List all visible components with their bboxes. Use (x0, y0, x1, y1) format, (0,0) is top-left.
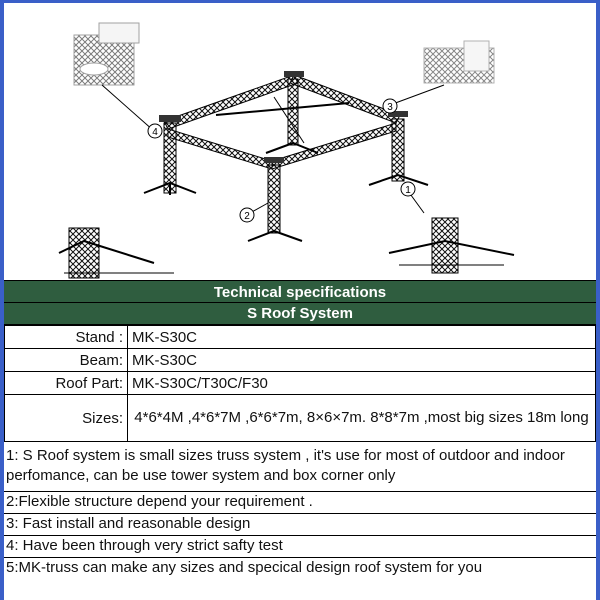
spec-label: Beam: (4, 348, 128, 372)
svg-text:4: 4 (152, 127, 158, 138)
spec-label: Roof Part: (4, 371, 128, 395)
detail-top-right (423, 40, 495, 84)
callout-2: 2 (239, 207, 255, 223)
callout-1: 1 (400, 181, 416, 197)
specifications-section: Technical specifications S Roof System S… (4, 280, 596, 442)
roof-frame (143, 71, 429, 242)
note-item: 4: Have been through very strict safty t… (4, 536, 596, 558)
note-item: 1: S Roof system is small sizes truss sy… (4, 442, 596, 492)
detail-bottom-right (388, 217, 515, 274)
note-item: 3: Fast install and reasonable design (4, 514, 596, 536)
feature-notes: 1: S Roof system is small sizes truss sy… (4, 442, 596, 580)
callout-4: 4 (147, 123, 163, 139)
svg-text:2: 2 (244, 211, 250, 222)
svg-text:1: 1 (405, 185, 411, 196)
detail-bottom-left (58, 227, 174, 279)
spec-table: Stand : MK-S30C Beam: MK-S30C Roof Part:… (4, 325, 596, 442)
spec-label: Stand : (4, 325, 128, 349)
svg-text:3: 3 (387, 102, 393, 113)
spec-value: MK-S30C/T30C/F30 (127, 371, 596, 395)
spec-subtitle: S Roof System (4, 303, 596, 325)
spec-row-roof-part: Roof Part: MK-S30C/T30C/F30 (4, 371, 596, 395)
callout-3: 3 (382, 98, 398, 114)
detail-top-left (73, 22, 140, 86)
spec-label: Sizes: (4, 394, 128, 442)
spec-value: MK-S30C (127, 325, 596, 349)
spec-value: MK-S30C (127, 348, 596, 372)
note-item: 2:Flexible structure depend your require… (4, 492, 596, 514)
spec-title: Technical specifications (4, 280, 596, 303)
spec-value: 4*6*4M ,4*6*7M ,6*6*7m, 8×6×7m. 8*8*7m ,… (127, 394, 596, 442)
note-item: 5:MK-truss can make any sizes and specic… (6, 559, 483, 576)
spec-row-sizes: Sizes: 4*6*4M ,4*6*7M ,6*6*7m, 8×6×7m. 8… (4, 394, 596, 442)
roof-system-illustration: 4 3 2 1 (58, 22, 515, 279)
spec-row-stand: Stand : MK-S30C (4, 325, 596, 349)
spec-row-beam: Beam: MK-S30C (4, 348, 596, 372)
